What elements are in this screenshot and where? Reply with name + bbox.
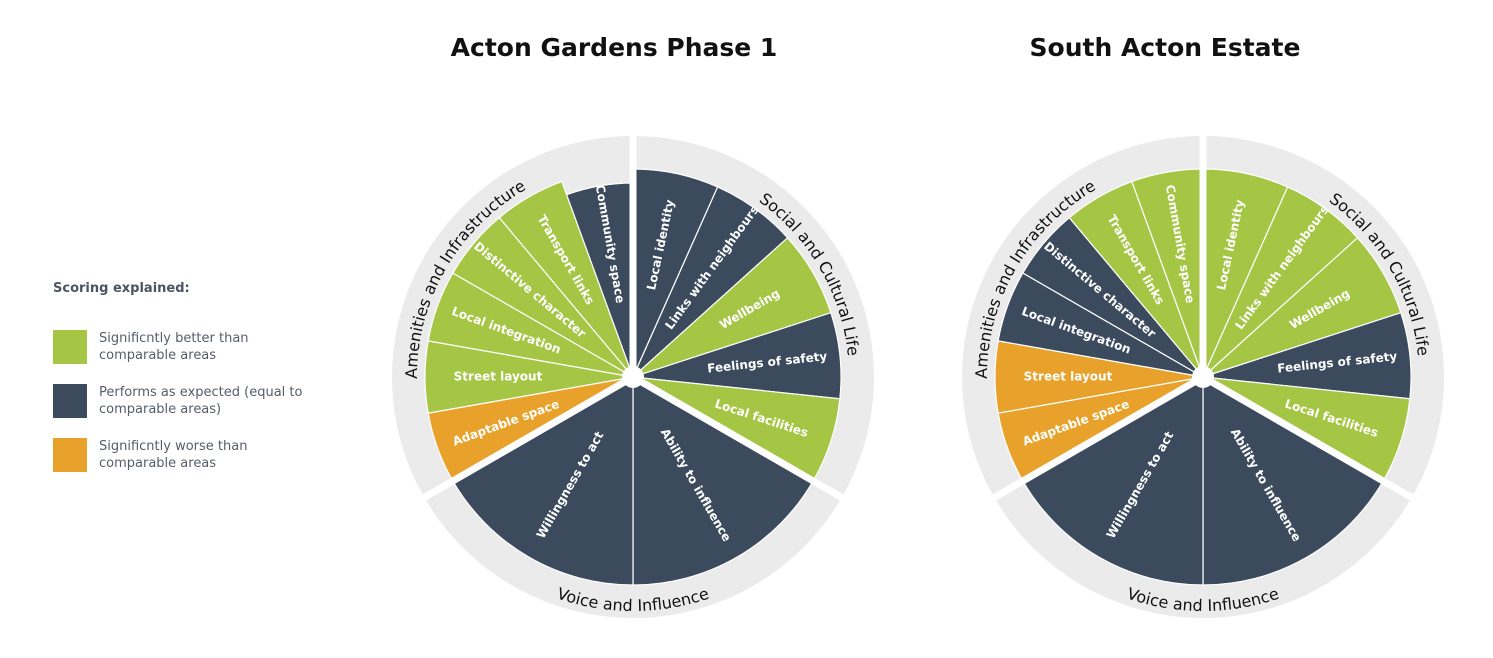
- legend-item-better: Significntly better than comparable area…: [53, 330, 353, 384]
- segment-ability-to-influence: [632, 375, 814, 586]
- legend-title: Scoring explained:: [53, 281, 190, 296]
- legend-item-worse: Significntly worse than comparable areas: [53, 438, 353, 492]
- segment-label: Street layout: [1024, 370, 1113, 384]
- wheel-title-south-acton: South Acton Estate: [1029, 33, 1301, 62]
- category-divider: [1201, 373, 1422, 506]
- center-hub: [622, 366, 644, 388]
- scoring-legend: Scoring explained: Significntly better t…: [53, 281, 353, 492]
- legend-item-expected: Performs as expected (equal to comparabl…: [53, 384, 353, 438]
- category-divider: [631, 373, 852, 506]
- segment-ability-to-influence: [1202, 375, 1384, 586]
- legend-swatch-orange: [53, 438, 87, 472]
- category-divider: [414, 373, 635, 506]
- segment-willingness-to-act: [1022, 375, 1204, 586]
- legend-swatch-green: [53, 330, 87, 364]
- segment-willingness-to-act: [452, 375, 634, 586]
- segment-transport-links: [498, 180, 634, 378]
- legend-label: Performs as expected (equal to comparabl…: [99, 385, 303, 417]
- category-divider: [984, 373, 1205, 506]
- segment-label: Street layout: [454, 370, 543, 384]
- legend-label: Significntly better than comparable area…: [99, 331, 249, 363]
- legend-swatch-navy: [53, 384, 87, 418]
- wheel-title-acton-gardens: Acton Gardens Phase 1: [450, 33, 778, 62]
- legend-label: Significntly worse than comparable areas: [99, 439, 248, 471]
- center-hub: [1192, 366, 1214, 388]
